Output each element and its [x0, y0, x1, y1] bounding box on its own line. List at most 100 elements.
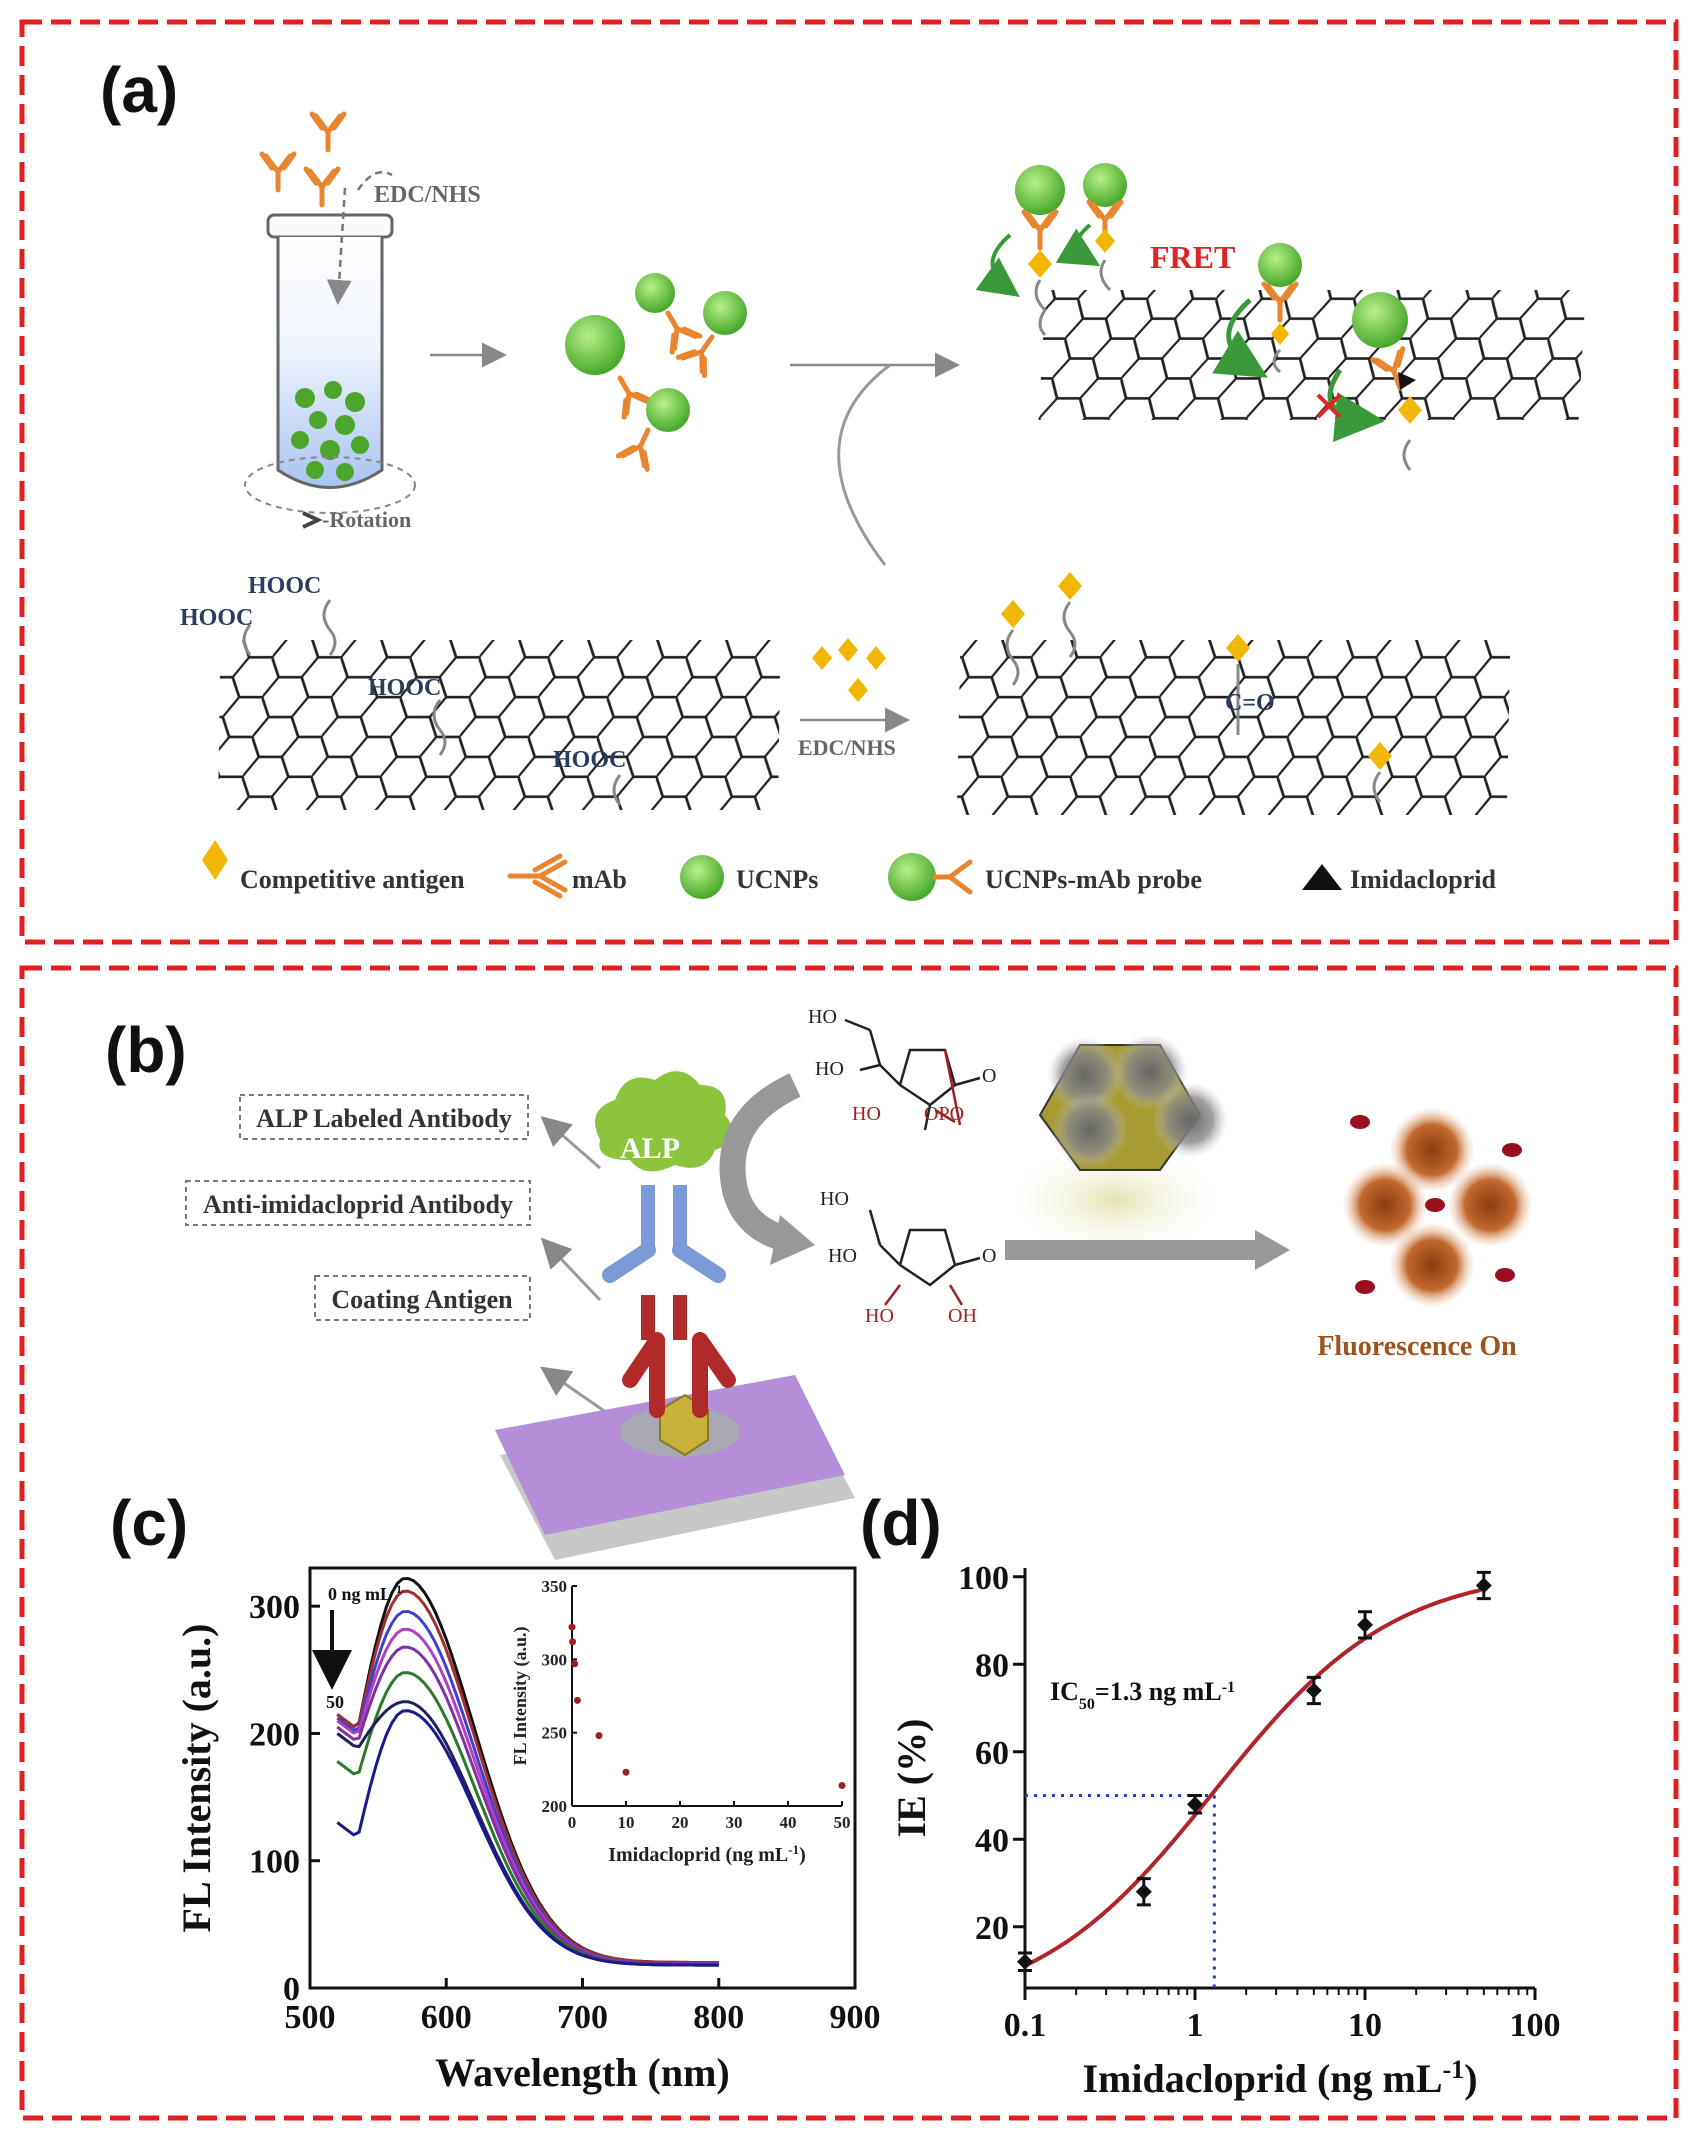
graphene-sheet-hooc: [218, 599, 781, 810]
chart-d-fit-curve: [1024, 1588, 1482, 1968]
chart-c-xlabel: Wavelength (nm): [435, 2050, 729, 2095]
chem-bottom-o: O: [982, 1245, 996, 1267]
chem-top-opo3: OPO: [924, 1103, 964, 1125]
legend-probe-label: UCNPs-mAb probe: [985, 865, 1202, 894]
fluorescent-nanoparticles: [1343, 1108, 1532, 1307]
chart-d-ytick-label: 20: [975, 1910, 1009, 1947]
chart-c-xtick-label: 500: [285, 1999, 336, 2036]
legend-antigen-icon: [202, 840, 228, 880]
chart-c-frame: [308, 1566, 857, 1990]
nanosheet-quenched: [1000, 1034, 1230, 1260]
svg-text:Anti-imidacloprid Antibody: Anti-imidacloprid Antibody: [203, 1190, 513, 1219]
chem-top-ho2: HO: [815, 1058, 844, 1080]
chart-d-xtick-label: 100: [1510, 2007, 1561, 2044]
chem-bottom-ho2: HO: [828, 1245, 857, 1267]
chart-d-data-point: [1305, 1682, 1322, 1699]
molecule-phosphate: [844, 1018, 981, 1131]
legend-ucnp-label: UCNPs: [736, 865, 818, 894]
legend-imidacloprid-label: Imidacloprid: [1350, 865, 1496, 894]
antibody-group-top: [262, 114, 344, 205]
legend-imidacloprid-icon: [1302, 864, 1342, 890]
chart-c-xtick-label: 800: [693, 1999, 744, 2036]
inset-data-point: [595, 1732, 603, 1740]
chart-d-ytick-label: 40: [975, 1822, 1009, 1859]
legend-mab-label: mAb: [572, 865, 627, 894]
chart-d-data-point: [1357, 1616, 1373, 1633]
chart-d-ylabel: IE (%): [889, 1719, 934, 1838]
chart-d-ic50-label: IC50=1.3 ng mL-1: [1050, 1677, 1235, 1713]
molecule-product: [868, 1209, 981, 1306]
inset-ytick-label: 250: [542, 1724, 568, 1743]
fret-label: FRET: [1150, 239, 1235, 275]
panel-b-letter: (b): [105, 1014, 187, 1086]
panel-c-letter: (c): [110, 1487, 188, 1559]
svg-text:ALP Labeled Antibody: ALP Labeled Antibody: [256, 1104, 512, 1133]
rotation-label: -Rotation: [322, 507, 411, 532]
svg-text:Coating Antigen: Coating Antigen: [331, 1285, 513, 1314]
chart-d-xlabel: Imidacloprid (ng mL-1): [1082, 2055, 1477, 2102]
chem-bottom-oh: OH: [948, 1305, 977, 1327]
chart-d-data-point: [1475, 1577, 1492, 1594]
inset-data-point: [569, 1638, 577, 1646]
chem-bottom-ho3: HO: [865, 1305, 894, 1327]
legend-ucnp-icon: [680, 855, 724, 899]
edc-nhs-top-label: EDC/NHS: [374, 182, 481, 208]
chart-c-ylabel: FL Intensity (a.u.): [174, 1624, 219, 1933]
inset-data-point: [573, 1696, 581, 1704]
inset-xtick-label: 40: [780, 1813, 797, 1832]
panel-d-letter: (d): [860, 1487, 942, 1559]
chart-d-xtick-label: 1: [1187, 2007, 1204, 2044]
label-box-anti: Anti-imidacloprid Antibody: [185, 1180, 531, 1226]
inset-xtick-label: 0: [568, 1813, 577, 1832]
chart-c-ytick-label: 300: [249, 1589, 300, 1626]
antigen-cluster: [812, 638, 886, 702]
chart-d-ytick-label: 100: [958, 1560, 1009, 1597]
chart-d-ytick-label: 60: [975, 1735, 1009, 1772]
inset-data-point: [838, 1781, 846, 1789]
inset-ytick-label: 300: [542, 1650, 568, 1669]
alp-label: ALP: [620, 1132, 680, 1165]
chart-c-xtick-label: 600: [421, 1999, 472, 2036]
chart-d-xtick-label: 10: [1348, 2007, 1382, 2044]
chart-d-xtick-label: 0.1: [1004, 2007, 1047, 2044]
panel-bcd-frame: [19, 965, 1679, 2121]
hooc-label-2: HOOC: [180, 605, 253, 631]
graphene-sheet-fret: [1038, 290, 1586, 420]
hooc-label-1: HOOC: [248, 573, 321, 599]
legend-mab-icon: [507, 853, 568, 899]
chart-c-ytick-label: 100: [249, 1844, 300, 1881]
elisa-plate: [495, 1375, 855, 1560]
inset-data-point: [571, 1660, 579, 1668]
chart-d-data-point: [1135, 1883, 1152, 1900]
label-box-coating: Coating Antigen: [314, 1275, 531, 1321]
inset-ytick-label: 200: [542, 1797, 568, 1816]
label-box-alp: ALP Labeled Antibody: [239, 1094, 529, 1140]
inset-data-point: [622, 1768, 630, 1776]
hooc-label-4: HOOC: [553, 747, 626, 773]
probes-on-graphene: [975, 163, 1422, 471]
carbonyl-label: C=O: [1225, 690, 1275, 716]
inset-ytick-label: 350: [542, 1577, 568, 1596]
inset-xtick-label: 30: [726, 1813, 743, 1832]
chart-c-xtick-label: 900: [830, 1999, 881, 2036]
inset-xtick-label: 10: [618, 1813, 635, 1832]
test-tube: [244, 213, 416, 529]
hooc-label-3: HOOC: [368, 675, 441, 701]
panel-a-frame: [19, 19, 1679, 945]
legend-antigen-label: Competitive antigen: [240, 865, 465, 894]
chart-c-ytick-label: 200: [249, 1716, 300, 1753]
panel-a-letter: (a): [100, 54, 178, 126]
inset-xtick-label: 50: [834, 1813, 851, 1832]
chart-c-xtick-label: 700: [557, 1999, 608, 2036]
chart-d-data-point: [1017, 1953, 1033, 1970]
inset-xtick-label: 20: [672, 1813, 689, 1832]
edc-nhs-bottom-label: EDC/NHS: [798, 735, 896, 760]
chem-top-ho1: HO: [808, 1006, 837, 1028]
chem-top-ho3: HO: [852, 1103, 881, 1125]
inset-data-point: [568, 1623, 576, 1631]
alp-antibody-stack: [595, 1071, 736, 1457]
inset-ylabel: FL Intensity (a.u.): [510, 1626, 531, 1765]
graphene-sheet-antigen: [956, 572, 1511, 815]
